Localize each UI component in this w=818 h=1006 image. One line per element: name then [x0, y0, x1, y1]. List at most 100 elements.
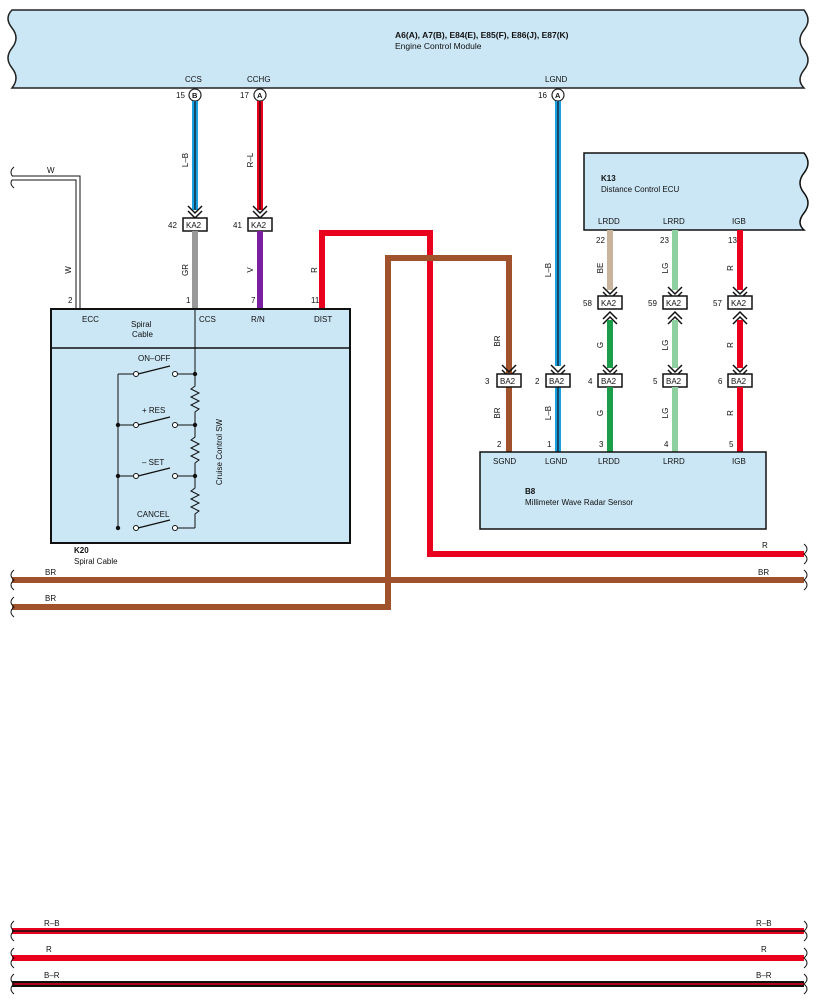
ecm-code: A6(A), A7(B), E84(E), E85(F), E86(J), E8…	[395, 30, 569, 40]
ba2-6-pin: 6	[718, 377, 723, 386]
switch-on-off: ON–OFF	[118, 354, 198, 377]
switch-cancel: CANCEL	[115, 510, 195, 531]
spiral-signal-dist: DIST	[314, 315, 332, 324]
bus-br-left-1: BR	[45, 568, 56, 577]
ba2-connector-2: BA2 2	[535, 364, 571, 388]
spiral-code: K20	[74, 546, 89, 555]
chevron-up-icon	[667, 310, 683, 325]
spiral-pin-1: 1	[186, 296, 191, 305]
spiral-cable-box	[50, 308, 351, 544]
switch-res: + RES	[115, 406, 198, 428]
ecm-pin-16-connector: A	[555, 91, 561, 100]
break-marks-left	[10, 166, 808, 618]
wire-label-r-low: R	[726, 410, 735, 416]
ecm-pin-16-number: 16	[538, 91, 547, 100]
spiral-pin-7: 7	[251, 296, 256, 305]
ka2-connector-41: KA2 41	[233, 205, 273, 232]
ecm-pin-ccs-signal: CCS	[185, 75, 202, 84]
radar-signal-lrdd: LRDD	[598, 457, 620, 466]
wire-label-lg-mid: LG	[661, 340, 670, 351]
dce-signal-igb: IGB	[732, 217, 746, 226]
switch-set: – SET	[115, 458, 198, 479]
dce-code: K13	[601, 174, 616, 183]
wire-label-v: V	[246, 267, 255, 273]
spiral-signal-rn: R/N	[251, 315, 265, 324]
connector-box	[597, 295, 623, 310]
wire-label-g-mid: G	[596, 342, 605, 348]
radar-pin-1: 1	[547, 440, 552, 449]
ecm-pin-15: 15 B	[176, 88, 202, 102]
bottom-bus-r-right: R	[761, 945, 767, 954]
chevron-up-icon	[732, 310, 748, 325]
ka2-42-pin: 42	[168, 221, 177, 230]
spiral-inner-label-2: Cable	[132, 330, 153, 339]
ka2-connector-57: KA2 57	[713, 286, 753, 325]
ba2-connector-3: BA2 3	[485, 364, 522, 388]
wire-label-w: W	[64, 266, 73, 274]
radar-signal-lrrd: LRRD	[663, 457, 685, 466]
switch-res-label: + RES	[142, 406, 165, 415]
wire-label-g-low: G	[596, 410, 605, 416]
ba2-4-pin: 4	[588, 377, 593, 386]
bottom-bus-rb-right: R–B	[756, 919, 772, 928]
ba2-5-pin: 5	[653, 377, 658, 386]
ka2-59-label: KA2	[666, 299, 682, 308]
spiral-inner-label-1: Spiral	[131, 320, 152, 329]
switch-cancel-label: CANCEL	[137, 510, 170, 519]
ka2-connector-59: KA2 59	[648, 286, 688, 325]
ba2-2-label: BA2	[549, 377, 565, 386]
connector-box	[662, 295, 688, 310]
ecm-box	[7, 9, 809, 89]
distance-control-ecu: K13 Distance Control ECU LRDD LRRD IGB	[583, 152, 809, 231]
radar-signal-sgnd: SGND	[493, 457, 516, 466]
switch-on-off-label: ON–OFF	[138, 354, 171, 363]
radar-sensor-b8: B8 Millimeter Wave Radar Sensor	[479, 451, 767, 530]
ba2-5-label: BA2	[666, 377, 682, 386]
wire-r-dist	[319, 230, 804, 557]
ka2-connector-42: KA2 42	[168, 205, 208, 232]
dce-box	[583, 152, 809, 231]
spiral-signal-ecc: ECC	[82, 315, 99, 324]
ecm-pin-15-connector: B	[192, 91, 198, 100]
wire-label-l-b-ccs: L–B	[181, 153, 190, 167]
wire-label-r-l-cchg: R–L	[246, 152, 255, 167]
radar-pin-4: 4	[664, 440, 669, 449]
ba2-3-pin: 3	[485, 377, 490, 386]
ecm-pin-cchg-signal: CCHG	[247, 75, 271, 84]
ba2-connector-4: BA2 4	[588, 364, 623, 388]
ba2-connector-5: BA2 5	[653, 364, 688, 388]
bus-r-right-label: R	[762, 541, 768, 550]
ecm-pin-lgnd-signal: LGND	[545, 75, 567, 84]
ecm-pin-15-number: 15	[176, 91, 185, 100]
wire-br-sgnd-route	[12, 255, 512, 610]
ba2-4-label: BA2	[601, 377, 617, 386]
bottom-bus-r-left: R	[46, 945, 52, 954]
radar-signal-lgnd: LGND	[545, 457, 567, 466]
wire-label-r-dist: R	[310, 267, 319, 273]
wire-label-gr: GR	[181, 264, 190, 276]
ba2-connector-6: BA2 6	[718, 364, 753, 388]
dce-name: Distance Control ECU	[601, 185, 679, 194]
wire-label-r-mid: R	[726, 342, 735, 348]
wire-label-l-b-lgnd-upper: L–B	[544, 263, 553, 277]
radar-name: Millimeter Wave Radar Sensor	[525, 498, 634, 507]
spiral-pin-11: 11	[311, 296, 320, 305]
bottom-bus-br-right: B–R	[756, 971, 772, 980]
ecm-pin-17-number: 17	[240, 91, 249, 100]
wire-label-br-lower: BR	[493, 407, 502, 418]
dce-signal-lrrd: LRRD	[663, 217, 685, 226]
radar-pin-5: 5	[729, 440, 734, 449]
ka2-connector-58: KA2 58	[583, 286, 623, 325]
ka2-41-label: KA2	[251, 221, 267, 230]
bottom-bus-br-left: B–R	[44, 971, 60, 980]
dce-pin-23: 23	[660, 236, 669, 245]
connector-box	[496, 373, 522, 388]
ecm-pin-17-connector: A	[257, 91, 263, 100]
radar-code: B8	[525, 487, 536, 496]
connector-box	[545, 373, 571, 388]
radar-box	[479, 451, 767, 530]
chevron-up-icon	[602, 310, 618, 325]
wire-label-br-upper: BR	[493, 335, 502, 346]
ka2-42-label: KA2	[186, 221, 202, 230]
